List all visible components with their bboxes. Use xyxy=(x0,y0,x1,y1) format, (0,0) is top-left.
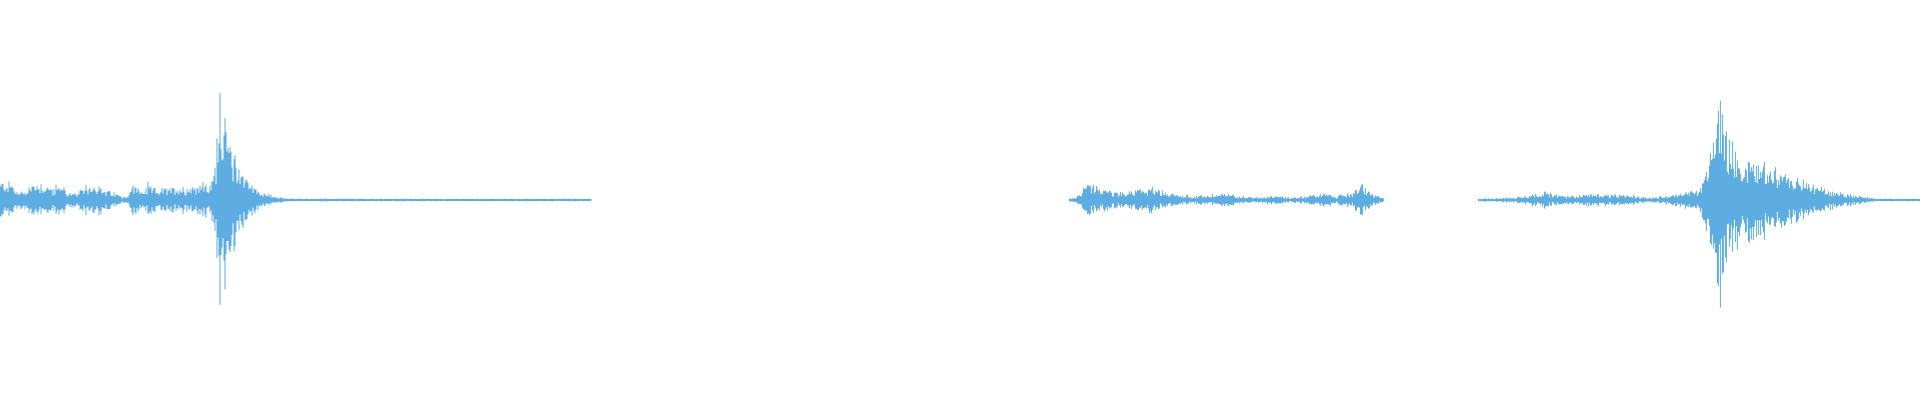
waveform-clip-3[interactable] xyxy=(1477,100,1920,308)
waveform-amplitude-path xyxy=(1477,100,1920,308)
waveform-amplitude-path xyxy=(1068,184,1384,216)
waveform-clip-2[interactable] xyxy=(1068,184,1385,216)
waveform-clip-1[interactable] xyxy=(0,93,592,305)
waveform-amplitude-path xyxy=(0,93,592,305)
